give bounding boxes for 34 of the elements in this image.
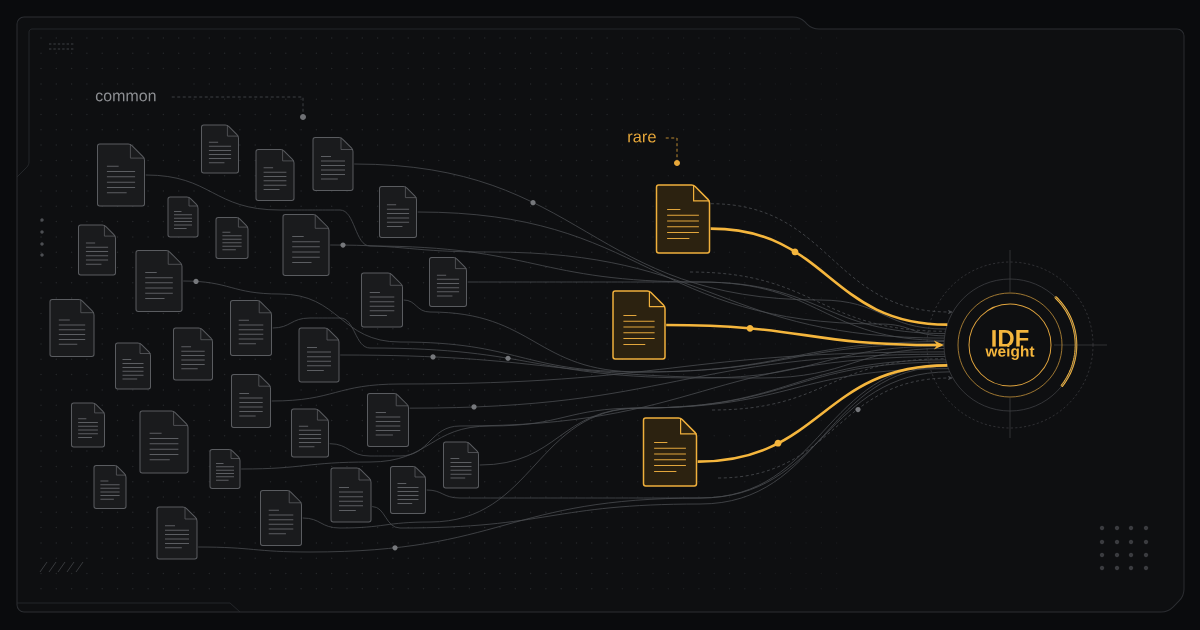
callout-label: rare <box>628 133 656 143</box>
document-icon <box>71 402 105 448</box>
document-icon <box>312 137 354 191</box>
document-icon <box>429 257 467 307</box>
document-icon <box>93 465 127 509</box>
document-icon <box>135 250 183 312</box>
document-icon <box>156 506 198 560</box>
document-icon <box>167 196 199 238</box>
document-icon <box>642 417 698 487</box>
document-icon <box>390 466 426 514</box>
document-icon <box>115 342 151 390</box>
document-icon <box>379 186 417 238</box>
document-icon <box>49 299 95 357</box>
document-icon <box>201 124 239 174</box>
document-icon <box>97 143 145 207</box>
document-icon <box>139 410 189 474</box>
callout-label: common <box>95 92 156 102</box>
document-icon <box>230 300 272 356</box>
document-icon <box>443 441 479 489</box>
document-icon <box>173 327 213 381</box>
document-icon <box>291 408 329 458</box>
document-icon <box>215 217 249 259</box>
document-icon <box>367 393 409 447</box>
document-icon <box>655 184 711 254</box>
document-icon <box>78 224 116 276</box>
document-icon <box>298 327 340 383</box>
document-icon <box>330 467 372 523</box>
document-icon <box>361 272 403 328</box>
document-icon <box>282 214 330 276</box>
document-icon <box>612 290 666 360</box>
document-icon <box>209 449 241 489</box>
document-icon <box>231 374 271 428</box>
document-icon <box>255 149 295 201</box>
document-icon <box>260 490 302 546</box>
